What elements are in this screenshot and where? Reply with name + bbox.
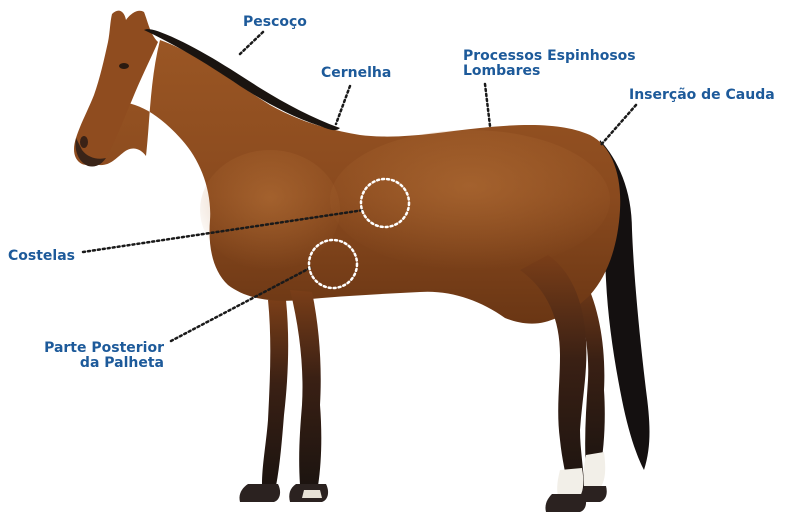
horse-near-hind-hoof	[545, 494, 586, 512]
horse-far-front-leg	[262, 300, 288, 486]
label-cernelha-text: Cernelha	[321, 66, 391, 81]
label-pescoco: Pescoço	[243, 15, 307, 30]
label-palheta-line1: Parte Posterior	[44, 341, 164, 356]
label-cauda-text: Inserção de Cauda	[629, 88, 775, 103]
label-costelas: Costelas	[8, 249, 75, 264]
leader-lombares	[485, 84, 490, 126]
label-lombares-line1: Processos Espinhosos	[463, 49, 636, 64]
label-lombares-line2: Lombares	[463, 64, 636, 79]
label-processos-espinhosos-lombares: Processos Espinhosos Lombares	[463, 49, 636, 79]
horse-near-front-sock	[302, 490, 322, 498]
leader-pescoco	[240, 32, 263, 54]
label-palheta-line2: da Palheta	[44, 356, 164, 371]
leader-cauda	[600, 105, 636, 146]
label-parte-posterior-da-palheta: Parte Posterior da Palheta	[44, 341, 164, 371]
label-pescoco-text: Pescoço	[243, 15, 307, 30]
horse-nostril	[80, 136, 88, 148]
horse-body-shine	[330, 130, 610, 270]
leader-cernelha	[336, 86, 350, 124]
horse-shoulder-shine	[200, 150, 340, 270]
label-costelas-text: Costelas	[8, 249, 75, 264]
label-cernelha: Cernelha	[321, 66, 391, 81]
horse-near-hind-sock	[557, 468, 583, 496]
label-insercao-de-cauda: Inserção de Cauda	[629, 88, 775, 103]
horse-far-front-hoof	[239, 484, 280, 502]
horse-far-hind-sock	[583, 452, 605, 488]
horse-eye	[119, 63, 129, 69]
horse-near-front-leg	[290, 290, 321, 486]
